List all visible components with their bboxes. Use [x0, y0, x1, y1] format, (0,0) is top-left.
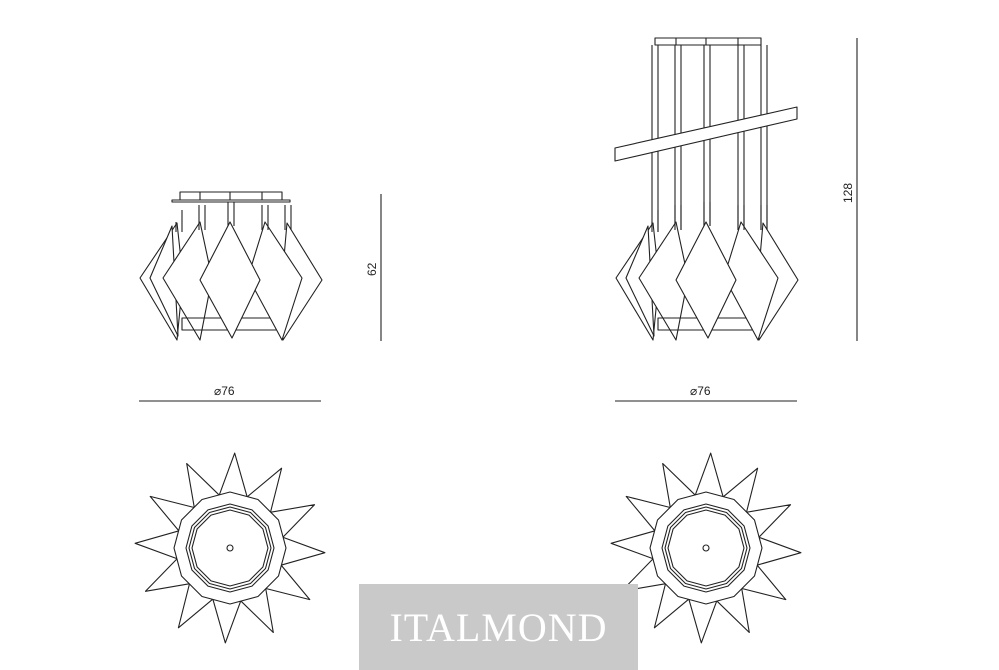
diameter-label: ⌀76	[690, 384, 711, 398]
diameter-label: ⌀76	[214, 384, 235, 398]
diameter-dimension-left: ⌀76	[139, 384, 321, 402]
pendant-lamp-top-view	[610, 452, 802, 644]
height-dimension-62: 62	[365, 194, 382, 341]
watermark-logo: ITALMOND	[359, 584, 638, 670]
pendant-lamp-side-view	[614, 37, 799, 341]
height-label: 128	[841, 183, 855, 203]
height-dimension-128: 128	[841, 38, 858, 341]
watermark-text: ITALMOND	[389, 604, 608, 650]
ceiling-lamp-top-view	[134, 452, 326, 644]
ceiling-lamp-side-view	[139, 191, 323, 341]
height-label: 62	[365, 262, 379, 276]
diameter-dimension-right: ⌀76	[615, 384, 797, 402]
